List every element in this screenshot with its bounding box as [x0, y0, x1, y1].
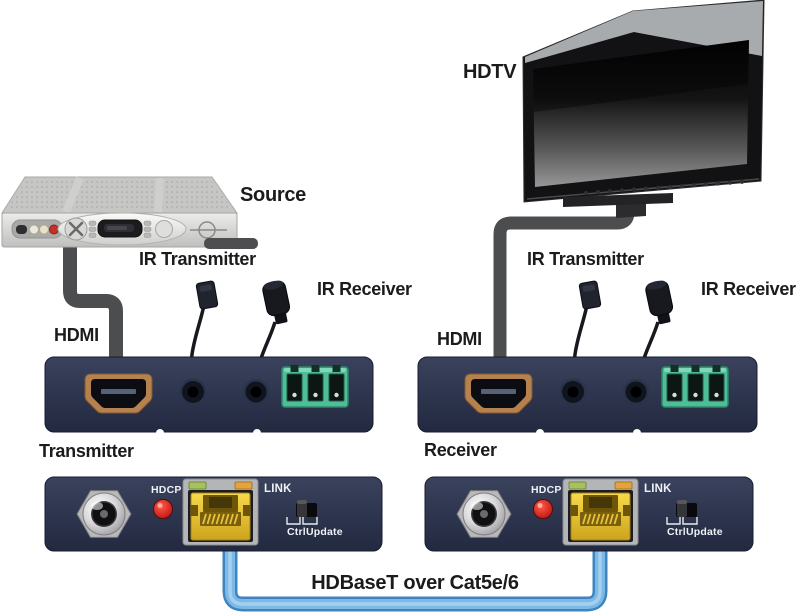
rx-hdmi-label: HDMI — [437, 329, 482, 349]
rx-ctrl-label: Ctrl — [667, 526, 686, 538]
rx-ir-transmitter-label: IR Transmitter — [527, 249, 644, 269]
hdcp-led — [153, 499, 173, 519]
ctrl-update-switch — [666, 500, 698, 525]
hdbaset-cable — [222, 540, 608, 612]
receiver-rear-panel — [424, 476, 754, 552]
terminal-block — [661, 365, 729, 408]
tx-hdcp-label: HDCP — [151, 484, 182, 496]
ir-receiver-cable-left — [254, 280, 291, 389]
ir-emitter-jack — [179, 378, 207, 406]
receiver-label: Receiver — [424, 440, 497, 460]
panel-notch — [156, 429, 164, 437]
terminal-block — [281, 365, 349, 408]
ctrl-update-switch — [286, 500, 318, 525]
rx-hdcp-label: HDCP — [531, 484, 562, 496]
receiver-front-panel — [417, 356, 758, 437]
hdbaset-cable-label: HDBaseT over Cat5e/6 — [311, 572, 519, 594]
rj45-port — [182, 478, 259, 546]
source-hdmi-cable — [63, 238, 123, 368]
tx-link-label: LINK — [264, 483, 292, 495]
tx-ir-transmitter-label: IR Transmitter — [139, 249, 256, 269]
panel-notch — [536, 429, 544, 437]
tx-ir-receiver-label: IR Receiver — [317, 279, 412, 299]
hdmi-port — [84, 373, 153, 414]
tx-update-label: Update — [306, 526, 343, 538]
transmitter-front-panel — [44, 356, 374, 437]
rx-update-label: Update — [686, 526, 723, 538]
tv-speaker-dots — [583, 179, 745, 196]
ir-emitter-jack — [559, 378, 587, 406]
hdtv-hdmi-cable — [493, 204, 635, 368]
power-jack — [76, 490, 132, 538]
tx-ctrl-label: Ctrl — [287, 526, 306, 538]
tx-hdmi-label: HDMI — [54, 325, 99, 345]
hdmi-port — [464, 373, 533, 414]
rx-link-label: LINK — [644, 483, 672, 495]
source-label: Source — [240, 184, 307, 206]
panel-notch — [253, 429, 261, 437]
power-jack — [456, 490, 512, 538]
transmitter-label: Transmitter — [39, 441, 134, 461]
transmitter-rear-panel — [44, 476, 383, 552]
ir-receiver-jack — [623, 379, 649, 405]
hdcp-led — [533, 499, 553, 519]
hdtv-image — [522, 0, 765, 218]
panel-notch — [633, 429, 641, 437]
source-device-image — [1, 176, 258, 249]
hdtv-label: HDTV — [463, 61, 517, 83]
ir-receiver-jack — [243, 379, 269, 405]
rj45-port — [562, 478, 639, 546]
rx-ir-receiver-label: IR Receiver — [701, 279, 796, 299]
